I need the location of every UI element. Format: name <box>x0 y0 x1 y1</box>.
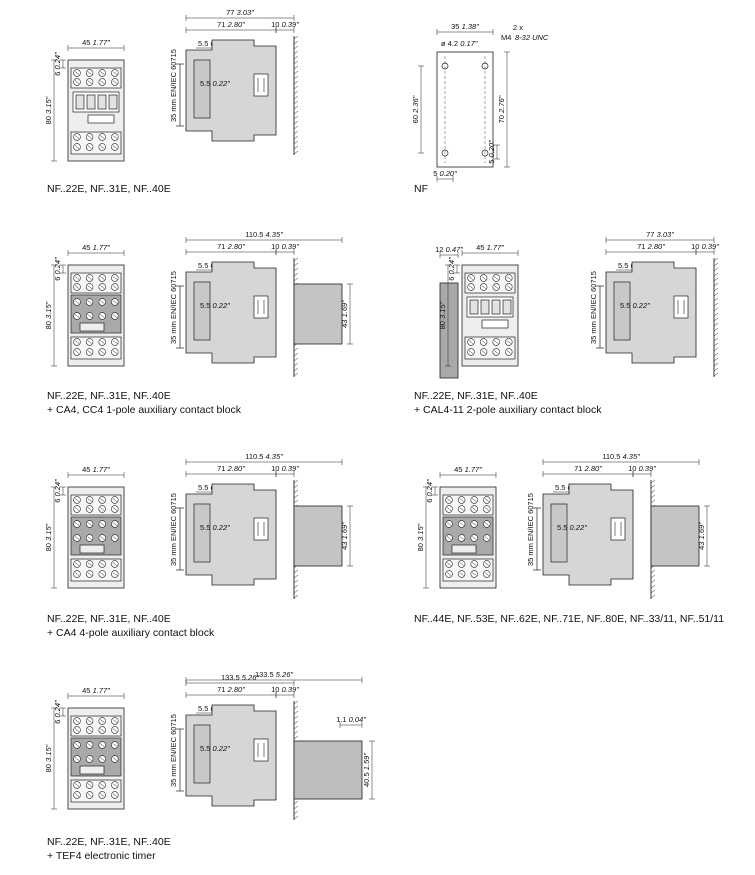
rail-gap-dimension: 10 0.39" <box>271 242 299 251</box>
front-view-nf-base: 45 1.77" 80 3.15" 6 0.24" <box>44 38 125 162</box>
front-top-gap-dimension: 6 0.24" <box>53 52 62 76</box>
body-depth-dimension: 71 2.80" <box>217 242 245 251</box>
rail-gap-dimension: 10 0.39" <box>628 464 656 473</box>
front-view-nf-ca4-cc4: 45 1.77" 80 3.15" 6 0.24" <box>44 243 125 367</box>
mounting-outline <box>436 51 494 168</box>
overall-depth-dimension: 110.5 4.35" <box>602 452 640 461</box>
screw-size-label: M4 <box>501 33 511 42</box>
side-view-nf-tef4: 133.5 5.26"71 2.80"5.5 0.22"5.5 0.22"35 … <box>169 673 299 820</box>
caption-nf-tef4: NF..22E, NF..31E, NF..40E+ TEF4 electron… <box>47 836 171 862</box>
front-view-nf-44e: 45 1.77" 80 3.15" 6 0.24" <box>416 465 497 589</box>
cal4-side-block: 12 0.47" <box>435 245 463 379</box>
timer-gap-dimension: 1.1 0.04" <box>336 715 366 724</box>
caption-nf-mounting: NF <box>414 183 428 195</box>
front-top-gap-dimension: 6 0.24" <box>53 257 62 281</box>
rail-gap-dimension: 10 0.39" <box>271 20 299 29</box>
body-depth-dimension: 71 2.80" <box>574 464 602 473</box>
auxiliary-block-side <box>293 505 343 567</box>
front-width-dimension: 45 1.77" <box>82 465 110 474</box>
auxiliary-block-side <box>293 283 343 345</box>
mounting-outline-nf-mounting: 35 1.38" ø 4.2 0.17" 2 xM4 8-32 UNC 60 2.36"… <box>411 22 549 182</box>
body-depth-dimension: 71 2.80" <box>217 20 245 29</box>
overall-depth-dimension: 77 3.03" <box>646 230 674 239</box>
tef4-timer: 133.5 5.26" 1.1 0.04" 40.5 1.59" <box>185 670 375 800</box>
timer-height-dimension: 40.5 1.59" <box>362 753 371 787</box>
caption-nf-cal4: NF..22E, NF..31E, NF..40E+ CAL4-11 2-pol… <box>414 390 602 416</box>
caption-nf-base: NF..22E, NF..31E, NF..40E <box>47 183 171 195</box>
screw-count-label: 2 x <box>513 23 523 32</box>
din-rail-label: 35 mm EN/IEC 60715 <box>169 493 178 566</box>
front-view-nf-tef4: 45 1.77" 80 3.15" 6 0.24" <box>44 686 125 810</box>
front-height-dimension: 80 3.15" <box>416 523 425 551</box>
front-top-gap-dimension: 6 0.24" <box>447 257 456 281</box>
side-view-nf-cal4: 77 3.03"71 2.80"5.5 0.22"5.5 0.22"35 mm … <box>589 230 719 377</box>
offset-dimension: 5.5 0.22" <box>200 744 230 753</box>
block-height-dimension: 43 1.69" <box>340 522 349 550</box>
front-height-dimension: 80 3.15" <box>44 96 53 124</box>
front-view-nf-cal4: 45 1.77" 80 3.15" 6 0.24" <box>438 243 519 367</box>
mounting-pitch-dimension: 70 2.76" <box>497 95 506 123</box>
mounting-width-dimension: 35 1.38" <box>451 22 479 31</box>
din-rail-label: 35 mm EN/IEC 60715 <box>589 271 598 344</box>
front-width-dimension: 45 1.77" <box>82 243 110 252</box>
overall-depth-dimension: 110.5 4.35" <box>245 452 283 461</box>
caption-nf-ca4-4pole: NF..22E, NF..31E, NF..40E+ CA4 4-pole au… <box>47 613 215 639</box>
block-height-dimension: 43 1.69" <box>697 522 706 550</box>
hole-diameter-label: ø 4.2 0.17" <box>441 39 478 48</box>
block-height-dimension: 43 1.69" <box>340 300 349 328</box>
caption-nf-ca4-cc4: NF..22E, NF..31E, NF..40E+ CA4, CC4 1-po… <box>47 390 242 416</box>
overall-depth-dimension: 77 3.03" <box>226 8 254 17</box>
din-rail-label: 35 mm EN/IEC 60715 <box>169 49 178 122</box>
cal4-block-front <box>439 282 459 379</box>
offset-dimension: 5.5 0.22" <box>620 301 650 310</box>
timer-overall-dimension: 133.5 5.26" <box>255 670 293 679</box>
side-view-nf-44e: 110.5 4.35"71 2.80"5.5 0.22"5.5 0.22"35 … <box>526 452 710 599</box>
auxiliary-block-side <box>650 505 700 567</box>
rail-gap-dimension: 10 0.39" <box>271 464 299 473</box>
front-height-dimension: 80 3.15" <box>438 301 447 329</box>
body-depth-dimension: 71 2.80" <box>217 464 245 473</box>
side-view-nf-base: 77 3.03"71 2.80"5.5 0.22"5.5 0.22"35 mm … <box>169 8 299 155</box>
rail-gap-dimension: 10 0.39" <box>691 242 719 251</box>
front-height-dimension: 80 3.15" <box>44 523 53 551</box>
front-height-dimension: 80 3.15" <box>44 301 53 329</box>
offset-dimension: 5.5 0.22" <box>200 523 230 532</box>
body-depth-dimension: 71 2.80" <box>217 685 245 694</box>
din-rail-label: 35 mm EN/IEC 60715 <box>169 714 178 787</box>
side-view-nf-ca4-4pole: 110.5 4.35"71 2.80"5.5 0.22"5.5 0.22"35 … <box>169 452 353 599</box>
screw-thread-label: 8-32 UNC <box>515 33 549 42</box>
side-view-nf-ca4-cc4: 110.5 4.35"71 2.80"5.5 0.22"5.5 0.22"35 … <box>169 230 353 377</box>
din-rail-label: 35 mm EN/IEC 60715 <box>526 493 535 566</box>
front-top-gap-dimension: 6 0.24" <box>53 700 62 724</box>
front-height-dimension: 80 3.15" <box>44 744 53 772</box>
offset-dimension: 5.5 0.22" <box>557 523 587 532</box>
edge-dimension: 5 0.20" <box>487 140 496 164</box>
offset-dimension: 5.5 0.22" <box>200 79 230 88</box>
rail-gap-dimension: 10 0.39" <box>271 685 299 694</box>
timer-block <box>293 740 363 800</box>
din-rail-label: 35 mm EN/IEC 60715 <box>169 271 178 344</box>
offset-dimension: 5.5 0.22" <box>200 301 230 310</box>
body-depth-dimension: 71 2.80" <box>637 242 665 251</box>
caption-nf-44e: NF..44E, NF..53E, NF..62E, NF..71E, NF..… <box>414 613 725 625</box>
front-width-dimension: 45 1.77" <box>82 686 110 695</box>
overall-depth-dimension: 110.5 4.35" <box>245 230 283 239</box>
front-width-dimension: 45 1.77" <box>82 38 110 47</box>
side-block-dimension: 12 0.47" <box>435 245 463 254</box>
bottom-dimension: 5 0.20" <box>433 169 457 178</box>
mounting-height-dimension: 60 2.36" <box>411 95 420 123</box>
front-top-gap-dimension: 6 0.24" <box>425 479 434 503</box>
front-width-dimension: 45 1.77" <box>454 465 482 474</box>
front-top-gap-dimension: 6 0.24" <box>53 479 62 503</box>
overall-depth-dimension: 133.5 5.26" <box>221 673 259 682</box>
front-width-dimension: 45 1.77" <box>476 243 504 252</box>
front-view-nf-ca4-4pole: 45 1.77" 80 3.15" 6 0.24" <box>44 465 125 589</box>
